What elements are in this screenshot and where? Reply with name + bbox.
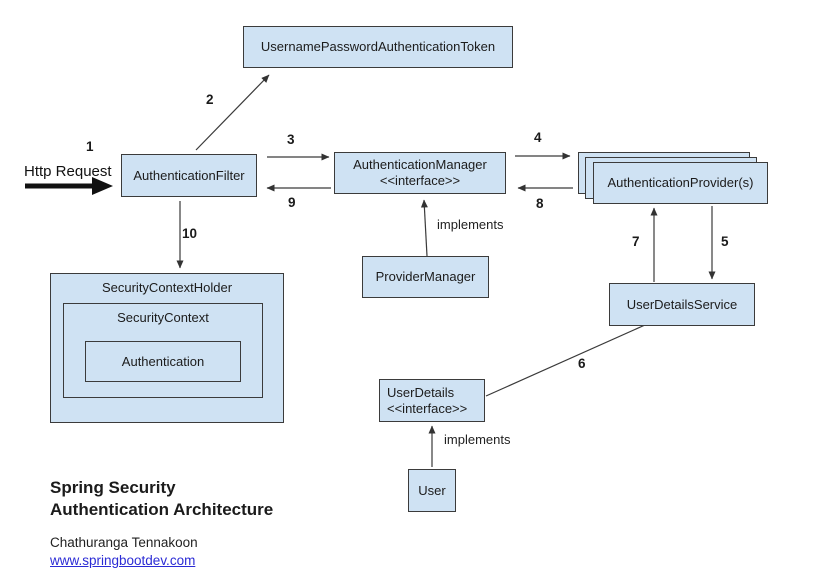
node-label-group: AuthenticationManager <<interface>>	[353, 157, 487, 189]
implements-label-user: implements	[444, 432, 511, 447]
edge-label-1: 1	[86, 139, 94, 154]
diagram-title-line2: Authentication Architecture	[50, 500, 274, 519]
node-user-details-service: UserDetailsService	[609, 283, 755, 326]
diagram-title-line1: Spring Security	[50, 478, 176, 497]
node-label: UsernamePasswordAuthenticationToken	[260, 39, 496, 54]
edge-label-5: 5	[721, 234, 729, 249]
node-label: UserDetails	[387, 384, 455, 400]
node-authentication: Authentication	[85, 341, 241, 382]
node-label: Authentication	[121, 353, 205, 369]
diagram-title: Spring Security Authentication Architect…	[50, 477, 273, 521]
node-label: AuthenticationProvider(s)	[607, 175, 754, 190]
edge-label-4: 4	[534, 130, 542, 145]
node-label: SecurityContextHolder	[101, 280, 233, 295]
node-label: ProviderManager	[375, 269, 476, 284]
edge-label-9: 9	[288, 195, 296, 210]
http-request-label: Http Request	[24, 163, 112, 180]
node-user: User	[408, 469, 456, 512]
author-name: Chathuranga Tennakoon	[50, 535, 198, 550]
node-authentication-filter: AuthenticationFilter	[121, 154, 257, 197]
node-stereotype: <<interface>>	[379, 173, 461, 188]
node-label: UserDetailsService	[626, 296, 738, 312]
node-label: AuthenticationFilter	[133, 167, 245, 183]
node-authentication-manager: AuthenticationManager <<interface>>	[334, 152, 506, 194]
node-username-password-authentication-token: UsernamePasswordAuthenticationToken	[243, 26, 513, 68]
node-authentication-providers: AuthenticationProvider(s)	[593, 162, 768, 204]
node-user-details: UserDetails <<interface>>	[379, 379, 485, 422]
website-link[interactable]: www.springbootdev.com	[50, 553, 196, 568]
node-label: User	[418, 482, 446, 498]
arrow-implements-provider-manager	[420, 199, 428, 257]
line-6-userdetails-to-uds	[485, 324, 646, 397]
edge-label-7: 7	[632, 234, 640, 249]
node-label: AuthenticationManager	[353, 157, 487, 172]
node-stereotype: <<interface>>	[387, 400, 468, 416]
node-label-group: UserDetails <<interface>>	[387, 385, 467, 417]
edge-label-8: 8	[536, 196, 544, 211]
node-provider-manager: ProviderManager	[362, 256, 489, 298]
edge-label-10: 10	[182, 226, 198, 241]
implements-label-provider-manager: implements	[437, 217, 504, 232]
arrow-2-filter-to-token	[195, 74, 270, 151]
edge-label-2: 2	[206, 92, 214, 107]
edge-label-3: 3	[287, 132, 295, 147]
edge-label-6: 6	[578, 356, 586, 371]
node-label: SecurityContext	[117, 310, 209, 325]
